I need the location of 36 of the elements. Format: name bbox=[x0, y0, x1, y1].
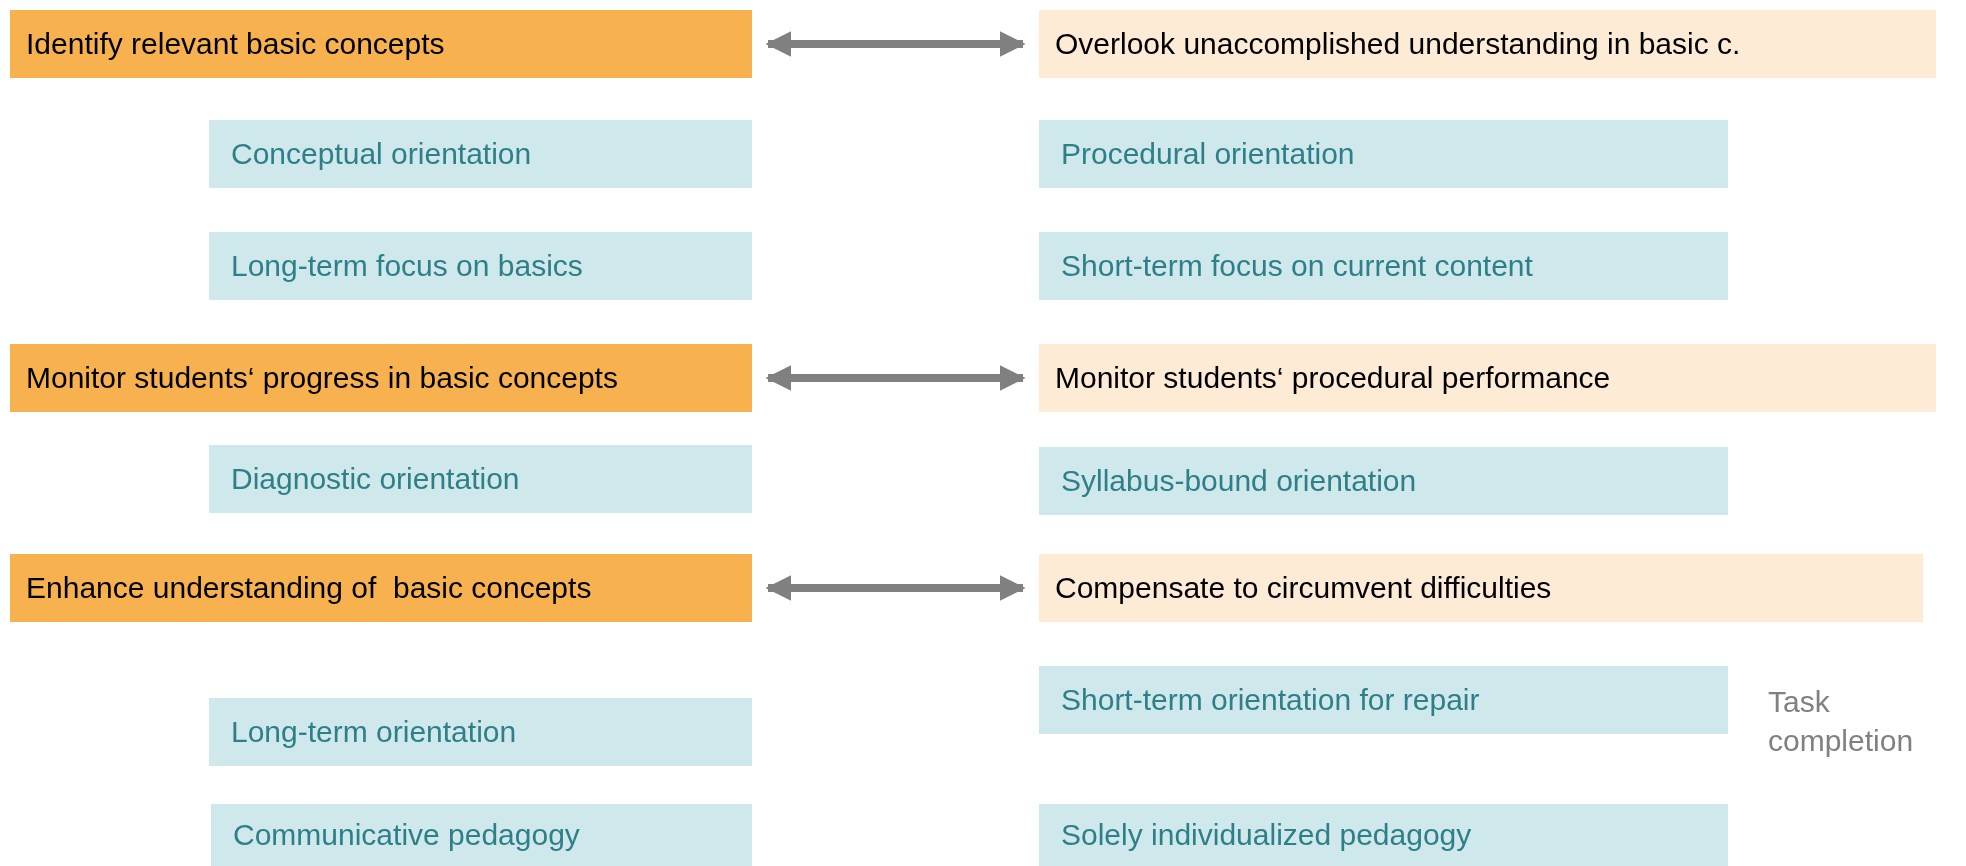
box-label: Identify relevant basic concepts bbox=[26, 27, 445, 61]
box-label: Communicative pedagogy bbox=[233, 818, 580, 852]
box-label: Overlook unaccomplished understanding in basic c. bbox=[1055, 27, 1741, 61]
orientation-box bbox=[1039, 232, 1728, 300]
box-label: Diagnostic orientation bbox=[231, 462, 520, 496]
box-label: Enhance understanding of basic concepts bbox=[26, 571, 592, 605]
orientation-box bbox=[1039, 804, 1728, 866]
double-arrow bbox=[765, 575, 1026, 601]
orientation-box bbox=[1039, 447, 1728, 515]
box-label: Solely individualized pedagogy bbox=[1061, 818, 1472, 852]
alternative-box bbox=[1039, 554, 1923, 622]
orientation-box bbox=[1039, 120, 1728, 188]
orientation-box bbox=[1039, 666, 1728, 734]
goal-box bbox=[10, 10, 752, 78]
alternative-box bbox=[1039, 10, 1936, 78]
orientation-box bbox=[211, 804, 752, 866]
orientation-box bbox=[209, 120, 752, 188]
goal-box bbox=[10, 554, 752, 622]
box-label: Short-term focus on current content bbox=[1061, 249, 1533, 283]
orientation-box bbox=[209, 698, 752, 766]
box-label: Procedural orientation bbox=[1061, 137, 1355, 171]
box-label: Long-term orientation bbox=[231, 715, 517, 749]
box-label: Short-term orientation for repair bbox=[1061, 683, 1480, 717]
alternative-box bbox=[1039, 344, 1936, 412]
box-label: Conceptual orientation bbox=[231, 137, 532, 171]
box-label: Long-term focus on basics bbox=[231, 249, 583, 283]
side-note: Task completion bbox=[1768, 684, 1915, 759]
box-label: Monitor students‘ progress in basic concepts bbox=[26, 361, 618, 395]
orientation-box bbox=[209, 232, 752, 300]
box-label: Syllabus-bound orientation bbox=[1061, 464, 1417, 498]
box-label: Compensate to circumvent difficulties bbox=[1055, 571, 1552, 605]
box-label: Monitor students‘ procedural performance bbox=[1055, 361, 1611, 395]
double-arrow bbox=[765, 31, 1026, 57]
double-arrow bbox=[765, 365, 1026, 391]
goal-box bbox=[10, 344, 752, 412]
orientation-box bbox=[209, 445, 752, 513]
